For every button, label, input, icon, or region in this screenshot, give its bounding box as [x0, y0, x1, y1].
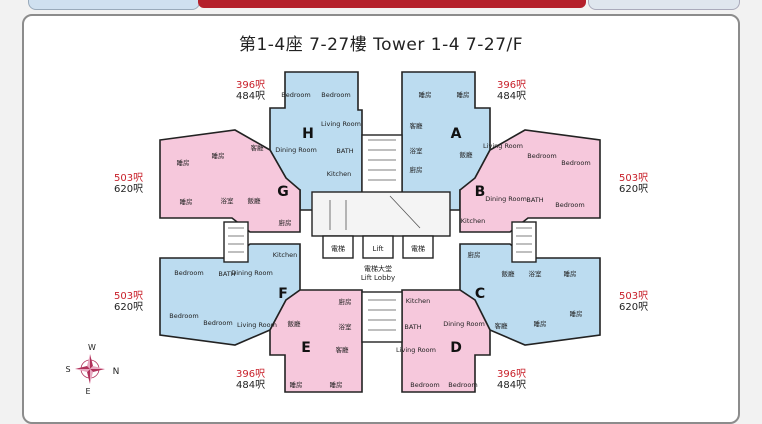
- room-label: 客廳: [336, 345, 350, 354]
- compass-s: S: [65, 365, 70, 374]
- area-label-a: 396呎 484呎: [497, 80, 527, 102]
- room-label: 飯廳: [460, 150, 474, 159]
- room-label: 浴室: [529, 269, 543, 278]
- room-label: 睡房: [564, 269, 577, 278]
- lift-shaft-1: [322, 235, 354, 259]
- area-label-e: 396呎 484呎: [236, 369, 266, 391]
- room-label: 睡房: [330, 380, 343, 389]
- room-label: Dining Room: [275, 146, 317, 154]
- room-label: 睡房: [570, 309, 583, 318]
- unit-letter-d: D: [450, 340, 462, 356]
- top-banner-center-tab: [198, 0, 586, 8]
- room-label: 廚房: [279, 218, 292, 227]
- room-label: BATH: [218, 270, 235, 278]
- room-label: 睡房: [180, 197, 193, 206]
- lift-shaft-2: [362, 235, 394, 259]
- lift-label-3: 電梯: [411, 244, 425, 253]
- room-label: Kitchen: [406, 297, 430, 305]
- room-label: BATH: [336, 147, 353, 155]
- room-label: 客廳: [410, 121, 424, 130]
- room-label: Kitchen: [327, 170, 351, 178]
- room-label: 廚房: [339, 297, 352, 306]
- top-banner: [0, 0, 762, 10]
- unit-letter-c: C: [475, 286, 485, 302]
- room-label: 飯廳: [502, 269, 516, 278]
- core-stair-top-left: [361, 134, 403, 196]
- room-label: 睡房: [212, 151, 225, 160]
- unit-letter-h: H: [302, 126, 314, 142]
- room-label: 睡房: [177, 158, 190, 167]
- area-label-d: 396呎 484呎: [497, 369, 527, 391]
- room-label: 睡房: [290, 380, 303, 389]
- stair-right: [511, 221, 537, 263]
- room-label: Bedroom: [174, 269, 203, 277]
- lift-label-2: Lift: [373, 245, 384, 253]
- room-label: Dining Room: [443, 320, 485, 328]
- unit-letter-a: A: [451, 126, 462, 142]
- room-label: 睡房: [419, 90, 432, 99]
- room-label: BATH: [404, 323, 421, 331]
- stair-left: [223, 221, 249, 263]
- unit-letter-b: B: [475, 184, 486, 200]
- room-label: Bedroom: [561, 159, 590, 167]
- room-label: Dining Room: [231, 269, 273, 277]
- room-label: 客廳: [251, 143, 265, 152]
- room-label: Bedroom: [448, 381, 477, 389]
- area-label-h: 396呎 484呎: [236, 80, 266, 102]
- core: [223, 134, 537, 343]
- page-title: 第1-4座 7-27樓 Tower 1-4 7-27/F: [238, 35, 524, 55]
- unit-letter-e: E: [301, 340, 311, 356]
- room-label: 睡房: [457, 90, 470, 99]
- room-label: Living Room: [396, 346, 436, 354]
- room-label: Living Room: [321, 120, 361, 128]
- unit-letter-g: G: [277, 184, 289, 200]
- room-label: 廚房: [468, 250, 481, 259]
- room-label: 飯廳: [248, 196, 262, 205]
- lift-label-1: 電梯: [331, 244, 345, 253]
- unit-letter-f: F: [278, 286, 288, 302]
- room-label: BATH: [526, 196, 543, 204]
- room-label: Living Room: [237, 321, 277, 329]
- room-label: Bedroom: [555, 201, 584, 209]
- lift-shaft-3: [402, 235, 434, 259]
- room-label: Kitchen: [273, 251, 297, 259]
- compass-rose: [75, 354, 105, 384]
- room-label: Bedroom: [527, 152, 556, 160]
- unit-g-shape: [159, 129, 301, 233]
- area-label-g: 503呎 620呎: [114, 173, 144, 195]
- room-label: 飯廳: [288, 319, 302, 328]
- room-label: 客廳: [495, 321, 509, 330]
- area-label-c: 503呎 620呎: [619, 291, 649, 313]
- room-label: 浴室: [221, 196, 235, 205]
- area-label-f: 503呎 620呎: [114, 291, 144, 313]
- room-label: Bedroom: [321, 91, 350, 99]
- room-label: 浴室: [410, 146, 424, 155]
- room-label: Bedroom: [169, 312, 198, 320]
- compass-n: N: [113, 367, 120, 377]
- room-label: Bedroom: [203, 319, 232, 327]
- compass-e: E: [85, 387, 90, 396]
- room-label: 廚房: [410, 165, 423, 174]
- room-label: Kitchen: [461, 217, 485, 225]
- lift-lobby-cn: 電梯大堂: [364, 264, 392, 273]
- unit-b-shape: [459, 129, 601, 233]
- room-label: 睡房: [534, 319, 547, 328]
- room-label: Bedroom: [281, 91, 310, 99]
- compass-w: W: [88, 343, 96, 352]
- stair-bottom: [361, 291, 403, 343]
- unit-d-shape: [401, 289, 491, 393]
- room-label: 浴室: [339, 322, 353, 331]
- room-label: Living Room: [483, 142, 523, 150]
- room-label: Bedroom: [410, 381, 439, 389]
- lift-lobby-en: Lift Lobby: [361, 274, 395, 282]
- area-label-b: 503呎 620呎: [619, 173, 649, 195]
- core-upper: [311, 191, 451, 237]
- room-label: Dining Room: [485, 195, 527, 203]
